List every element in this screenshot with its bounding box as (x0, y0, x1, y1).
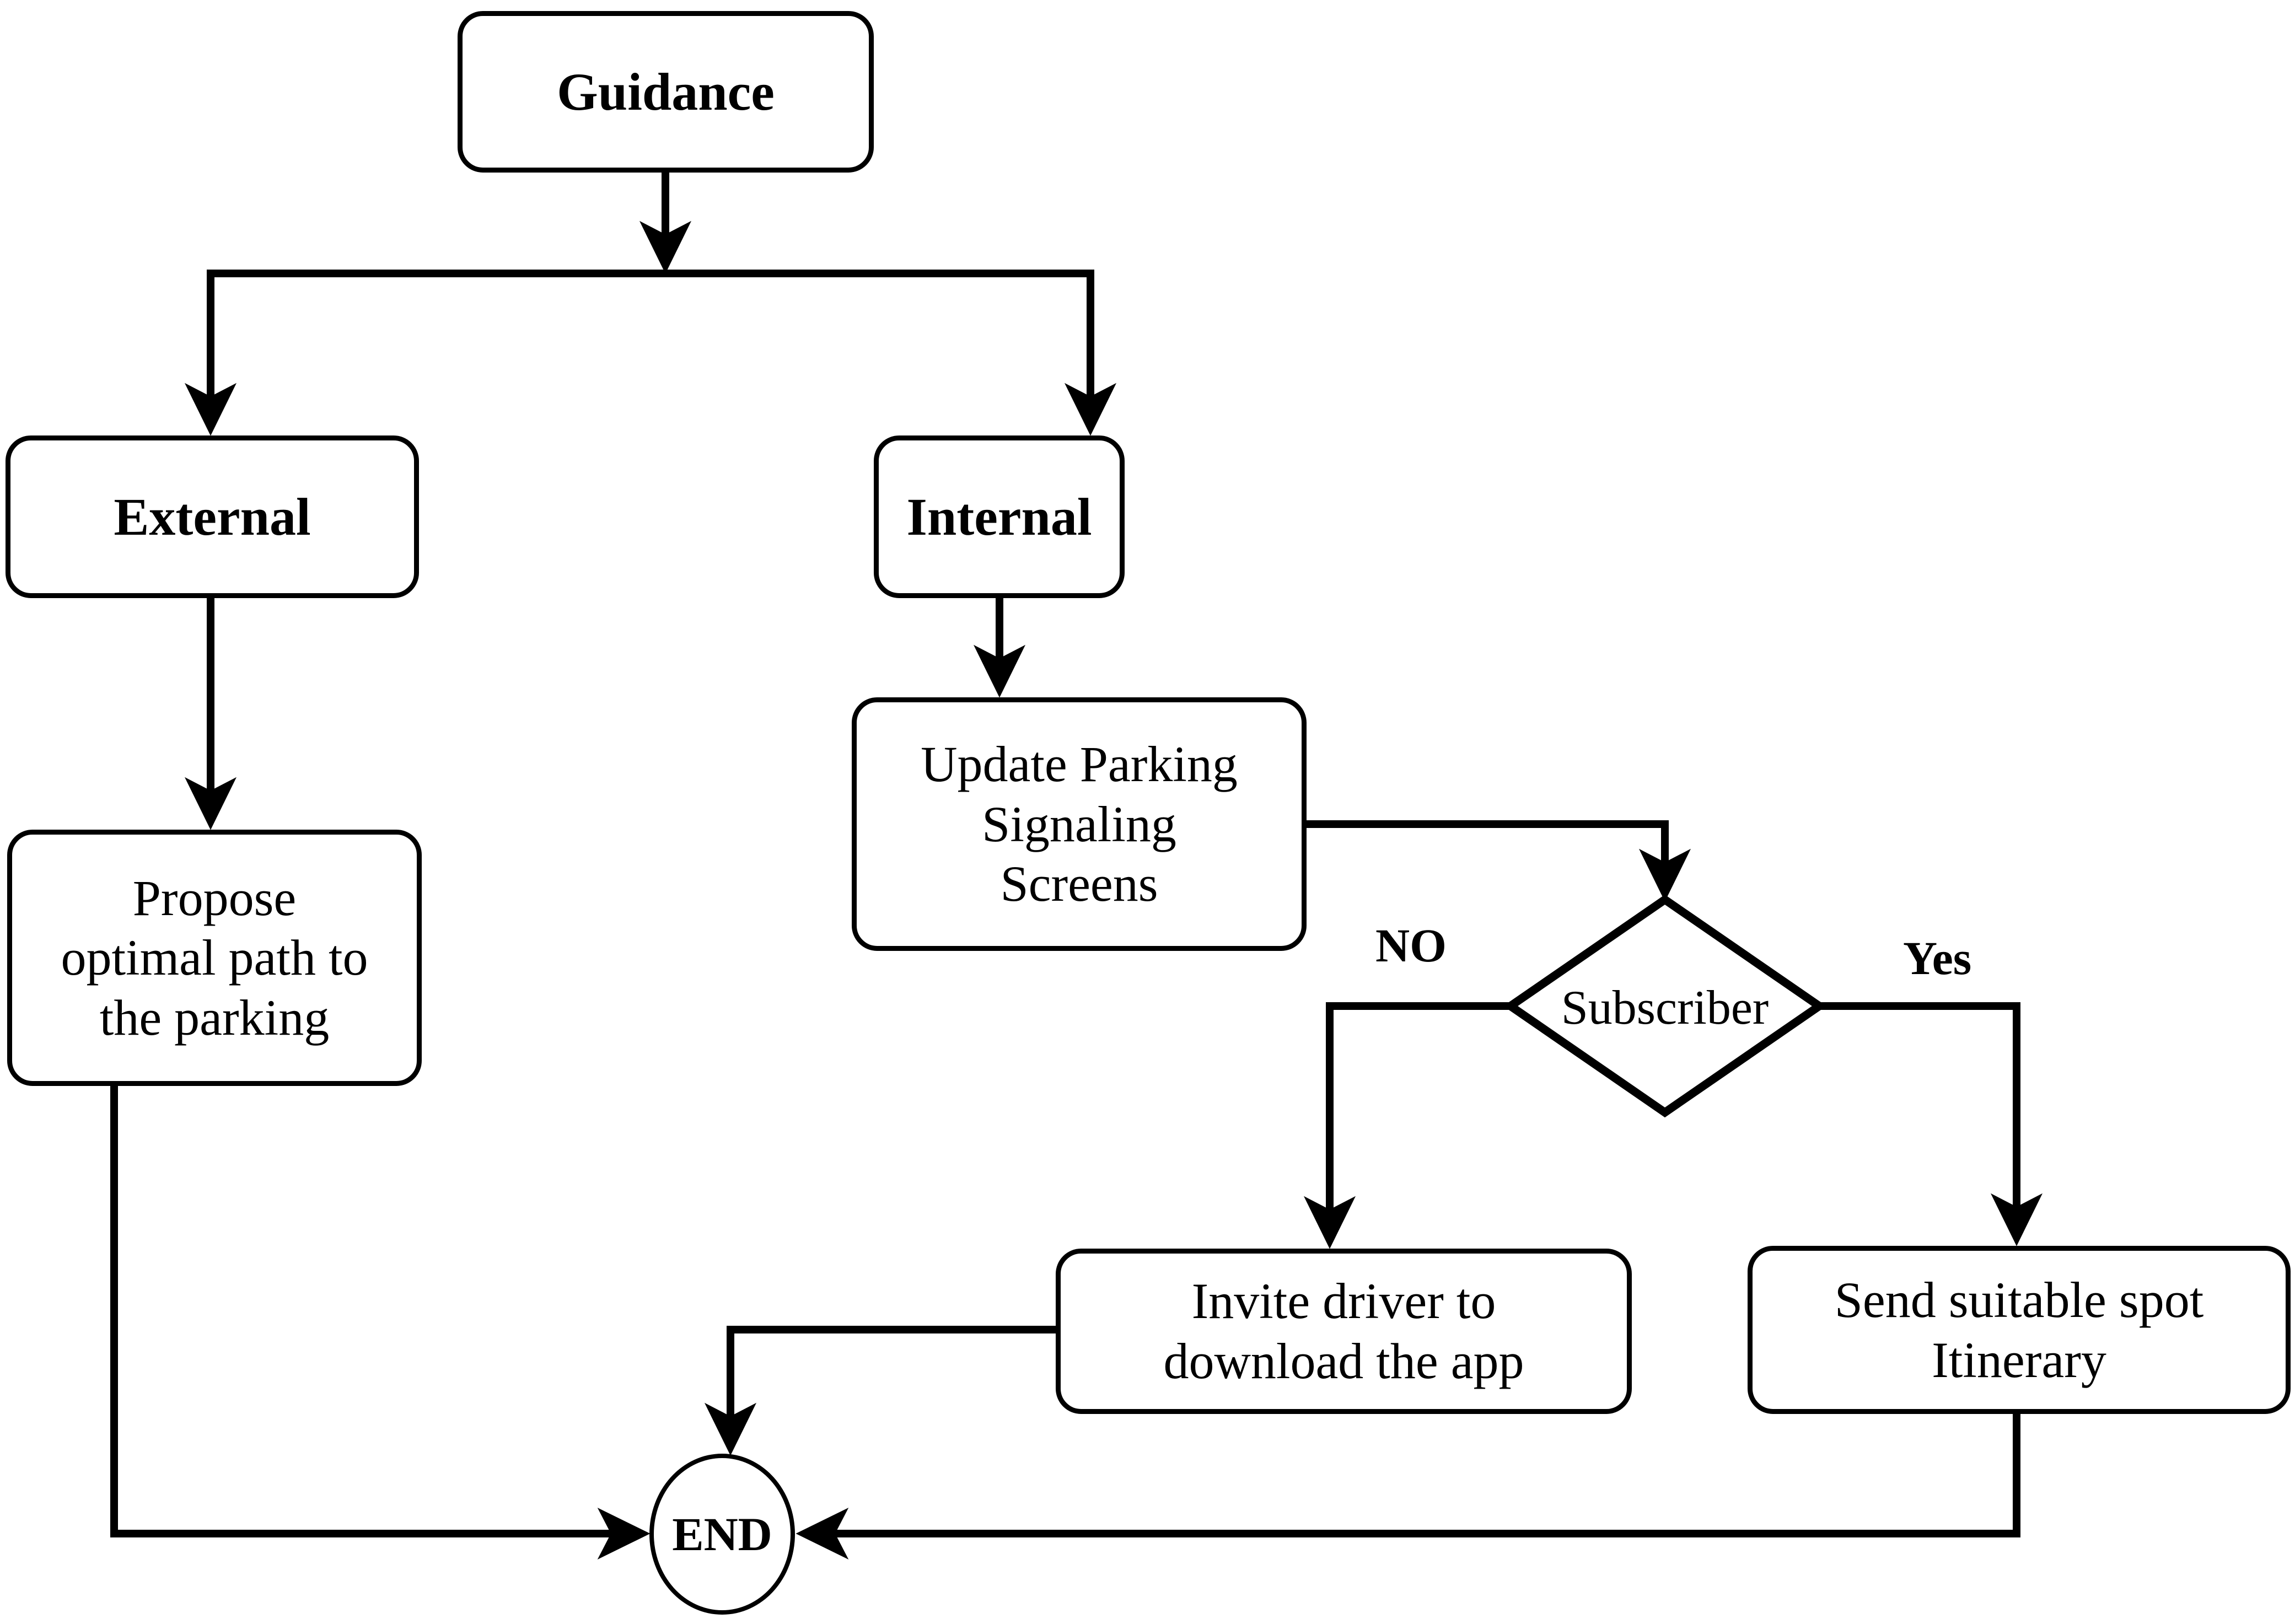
node-internal[interactable]: Internal (874, 435, 1125, 598)
node-internal-label: Internal (906, 487, 1092, 546)
node-guidance-label: Guidance (557, 62, 775, 121)
node-subscriber-label[interactable]: Subscriber (1561, 981, 1769, 1035)
node-send-itinerary-line-1: Send suitable spot (1834, 1271, 2204, 1328)
node-invite-driver[interactable]: Invite driver to download the app (1056, 1249, 1632, 1414)
edge-propose-to-end (110, 1086, 651, 1560)
edge-subscriber-no-to-invite (1303, 1002, 1511, 1249)
node-update-screens-line-3: Screens (1000, 856, 1158, 912)
node-update-screens-line-1: Update Parking (921, 736, 1238, 793)
subscriber-diamond-shape (1503, 894, 1827, 1118)
node-propose-path-line-3: the parking (99, 989, 330, 1046)
node-propose-path-line-2: optimal path to (61, 929, 368, 986)
node-invite-driver-line-2: download the app (1163, 1333, 1524, 1389)
node-update-screens-line-2: Signaling (982, 795, 1176, 852)
node-update-screens[interactable]: Update Parking Signaling Screens (852, 697, 1307, 951)
edge-update-to-subscriber (1307, 820, 1691, 902)
node-propose-path[interactable]: Propose optimal path to the parking (7, 830, 422, 1086)
node-invite-driver-line-1: Invite driver to (1191, 1273, 1496, 1330)
node-guidance[interactable]: Guidance (458, 11, 874, 173)
node-end-label: END (672, 1508, 772, 1561)
edge-invite-to-end (704, 1326, 1056, 1456)
node-send-itinerary[interactable]: Send suitable spot Itinerary (1748, 1246, 2291, 1414)
node-end[interactable]: END (649, 1454, 795, 1615)
node-propose-path-line-1: Propose (132, 869, 297, 926)
node-external[interactable]: External (6, 435, 419, 598)
edge-label-no: NO (1375, 919, 1447, 972)
edge-send-to-end (796, 1414, 2020, 1560)
node-external-label: External (114, 487, 311, 546)
node-send-itinerary-line-2: Itinerary (1932, 1331, 2106, 1388)
edge-label-yes: Yes (1903, 932, 1972, 985)
edge-subscriber-yes-to-send (1819, 1002, 2043, 1246)
